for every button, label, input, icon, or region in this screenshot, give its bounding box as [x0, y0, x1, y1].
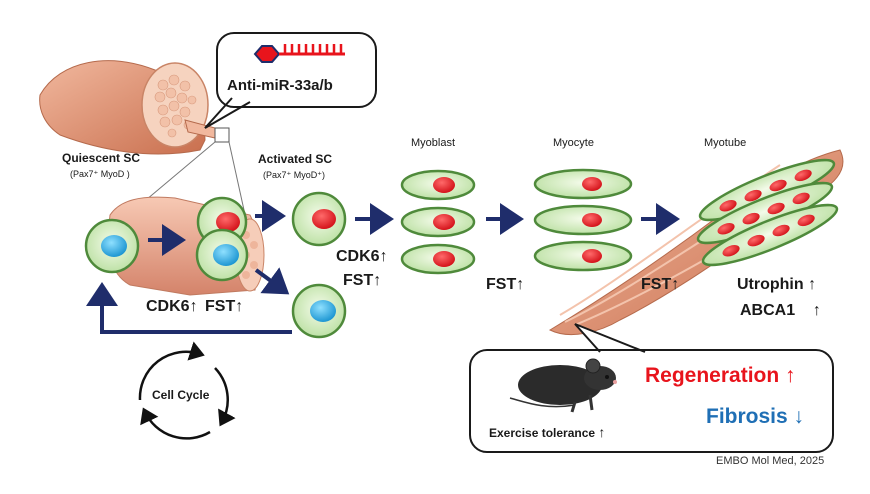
up-arrow-icon: ↑ — [812, 302, 821, 319]
anti-mir-molecule-icon — [253, 44, 345, 63]
niche-cdk6-text: CDK6 — [146, 298, 190, 315]
up-arrow-icon: ↑ — [671, 276, 680, 293]
myoblast-fst-text: FST — [486, 276, 517, 293]
dividing-cell-lower — [195, 228, 249, 282]
muscle-bundle-illustration — [39, 60, 256, 261]
activated-cell — [291, 191, 347, 247]
up-arrow-icon: ↑ — [785, 364, 796, 387]
outcome-callout — [469, 349, 834, 453]
fibrosis-label: Fibrosis ↓ — [706, 405, 804, 429]
abca1-label: ABCA1 ↑ — [740, 302, 821, 320]
niche-fst-label: FST↑ — [205, 298, 243, 316]
process-arrows — [86, 200, 680, 334]
arrow-return-to-quiescence — [86, 282, 292, 334]
myotube-title: Myotube — [704, 137, 747, 149]
up-arrow-icon: ↑ — [189, 298, 198, 315]
utrophin-text: Utrophin — [737, 276, 804, 293]
up-arrow-icon: ↑ — [235, 298, 244, 315]
quiescent-cell — [84, 218, 140, 274]
regeneration-label: Regeneration ↑ — [645, 364, 796, 388]
myocyte-fst-label: FST↑ — [641, 276, 679, 294]
activated-sc-markers: (Pax7⁺ MyoD⁺) — [263, 170, 326, 180]
callout-bottom-tail — [574, 323, 646, 353]
down-arrow-icon: ↓ — [793, 405, 805, 428]
utrophin-label: Utrophin ↑ — [737, 276, 816, 294]
myoblast-fst-label: FST↑ — [486, 276, 524, 294]
myocyte-cells — [533, 168, 633, 272]
activated-fst-text: FST — [343, 272, 374, 289]
credit-line: EMBO Mol Med, 2025 — [716, 455, 825, 467]
quiescent-sc-title: Quiescent SC — [62, 151, 141, 165]
cell-cycle-label: Cell Cycle — [152, 388, 210, 402]
myocyte-fst-text: FST — [641, 276, 672, 293]
activated-sc-title: Activated SC — [258, 152, 333, 166]
fibrosis-text: Fibrosis — [706, 405, 788, 428]
myotube-cells — [696, 158, 839, 267]
exercise-tolerance-label: Exercise tolerance ↑ — [489, 424, 605, 440]
anti-mir-label: Anti-miR-33a/b — [227, 77, 333, 94]
callout-top-tail — [204, 97, 251, 129]
arrow-to-self-renewal — [254, 267, 290, 295]
abca1-text: ABCA1 — [740, 302, 796, 319]
cell-cycle-arrows — [138, 341, 236, 440]
activated-cdk6-label: CDK6↑ — [336, 248, 388, 266]
up-arrow-icon: ↑ — [373, 272, 382, 289]
up-arrow-icon: ↑ — [598, 424, 606, 440]
anti-mir-callout — [216, 32, 377, 108]
myocyte-title: Myocyte — [553, 137, 594, 149]
quiescent-sc-markers: (Pax7⁺ MyoD ) — [70, 169, 130, 179]
regeneration-text: Regeneration — [645, 364, 780, 387]
up-arrow-icon: ↑ — [379, 248, 388, 265]
mouse-illustration — [509, 358, 617, 413]
up-arrow-icon: ↑ — [516, 276, 525, 293]
self-renewed-cell — [291, 283, 347, 339]
exercise-tolerance-text: Exercise tolerance — [489, 426, 596, 440]
myoblast-title: Myoblast — [411, 137, 456, 149]
niche-fst-text: FST — [205, 298, 236, 315]
up-arrow-icon: ↑ — [808, 276, 817, 293]
niche-cdk6-label: CDK6↑ — [146, 298, 198, 316]
myoblast-cells — [400, 169, 476, 275]
activated-fst-label: FST↑ — [343, 272, 381, 290]
activated-cdk6-text: CDK6 — [336, 248, 380, 265]
